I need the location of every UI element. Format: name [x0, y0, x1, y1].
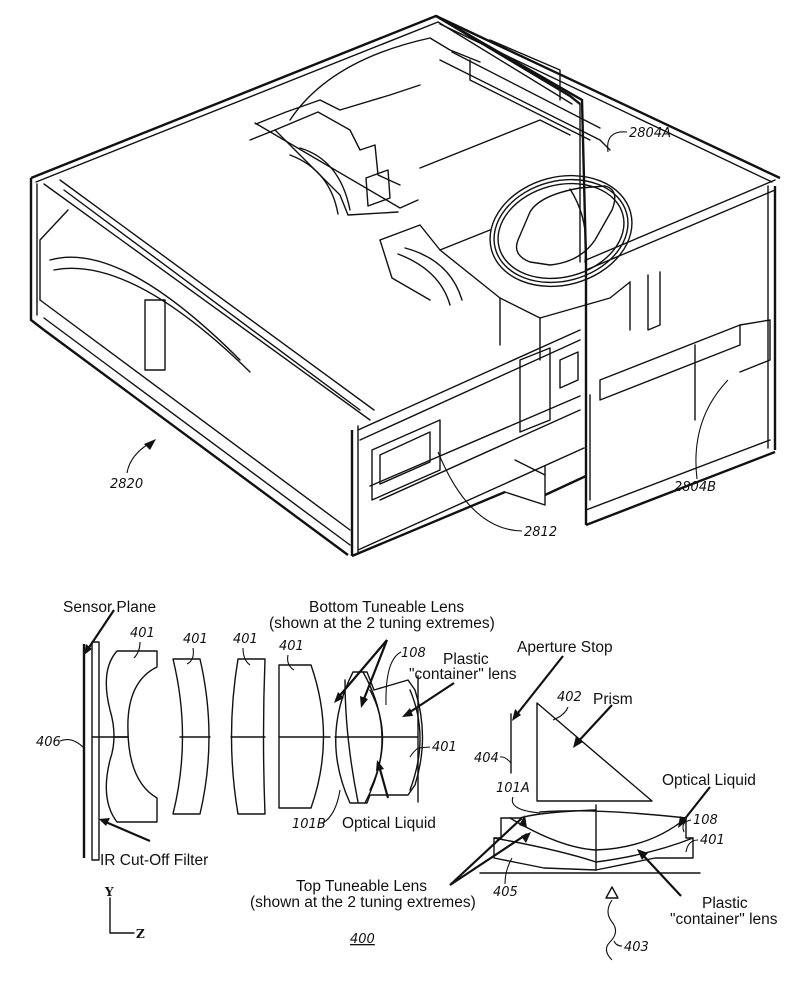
label-401-d: 401: [279, 639, 304, 654]
caption-optical-liquid-1: Optical Liquid: [342, 815, 436, 832]
arrowhead-2820: [144, 439, 156, 450]
camera-module-drawing: [29, 14, 781, 558]
label-108-a: 108: [401, 646, 426, 661]
label-401-b: 401: [183, 632, 208, 647]
label-2812: 2812: [524, 525, 557, 540]
label-101B: 101B: [292, 817, 326, 832]
label-401-a: 401: [130, 626, 155, 641]
caption-plastic-2a: Plastic: [702, 895, 748, 912]
lens-3: [230, 658, 266, 815]
light-arrow-icon: [605, 886, 619, 899]
caption-plastic-2b: "container" lens: [670, 911, 778, 928]
caption-top-lens-1: Top Tuneable Lens: [296, 878, 427, 895]
bottom-tuneable-lens: [335, 671, 424, 804]
axis-y-label: Y: [104, 885, 114, 899]
label-402: 402: [557, 690, 582, 705]
lens-1: [105, 650, 158, 823]
label-2804A: 2804A: [629, 126, 671, 141]
label-101A: 101A: [496, 781, 530, 796]
label-401-e: 401: [432, 740, 457, 755]
caption-plastic-1b: "container" lens: [409, 666, 517, 683]
annotation-arrows: [84, 609, 711, 897]
caption-bottom-lens-1: Bottom Tuneable Lens: [309, 599, 464, 616]
label-405: 405: [493, 885, 518, 900]
lens-2: [172, 658, 210, 815]
top-figure-labels: 2804A 2804B 2812 2820: [110, 126, 729, 540]
label-401-c: 401: [233, 632, 258, 647]
label-401-f: 401: [700, 833, 725, 848]
caption-sensor-plane: Sensor Plane: [63, 599, 156, 616]
label-406: 406: [36, 735, 61, 750]
label-2820: 2820: [110, 477, 143, 492]
axis-indicator: Y Z: [104, 885, 145, 941]
axis-z-label: Z: [136, 927, 145, 941]
top-tuneable-lens: [479, 804, 701, 874]
prism: [536, 702, 653, 802]
caption-aperture-stop: Aperture Stop: [517, 639, 613, 656]
label-2804B: 2804B: [674, 480, 716, 495]
figure-number: 400: [350, 932, 375, 947]
bottom-figure-labels: 401 401 401 401 108 401 406 101B 404 402…: [36, 626, 725, 955]
caption-prism: Prism: [593, 691, 633, 708]
caption-bottom-lens-2: (shown at the 2 tuning extremes): [269, 615, 495, 632]
caption-optical-liquid-2: Optical Liquid: [662, 772, 756, 789]
label-108-b: 108: [693, 813, 718, 828]
caption-top-lens-2: (shown at the 2 tuning extremes): [250, 894, 476, 911]
caption-ir-filter: IR Cut-Off Filter: [100, 852, 208, 869]
lens-stack-drawing: [82, 641, 701, 961]
label-404: 404: [474, 751, 499, 766]
caption-plastic-1a: Plastic: [443, 651, 489, 668]
ir-filter: [91, 641, 100, 861]
captions: Sensor Plane IR Cut-Off Filter Bottom Tu…: [63, 599, 778, 928]
lens-4: [278, 664, 325, 809]
label-403: 403: [624, 940, 649, 955]
